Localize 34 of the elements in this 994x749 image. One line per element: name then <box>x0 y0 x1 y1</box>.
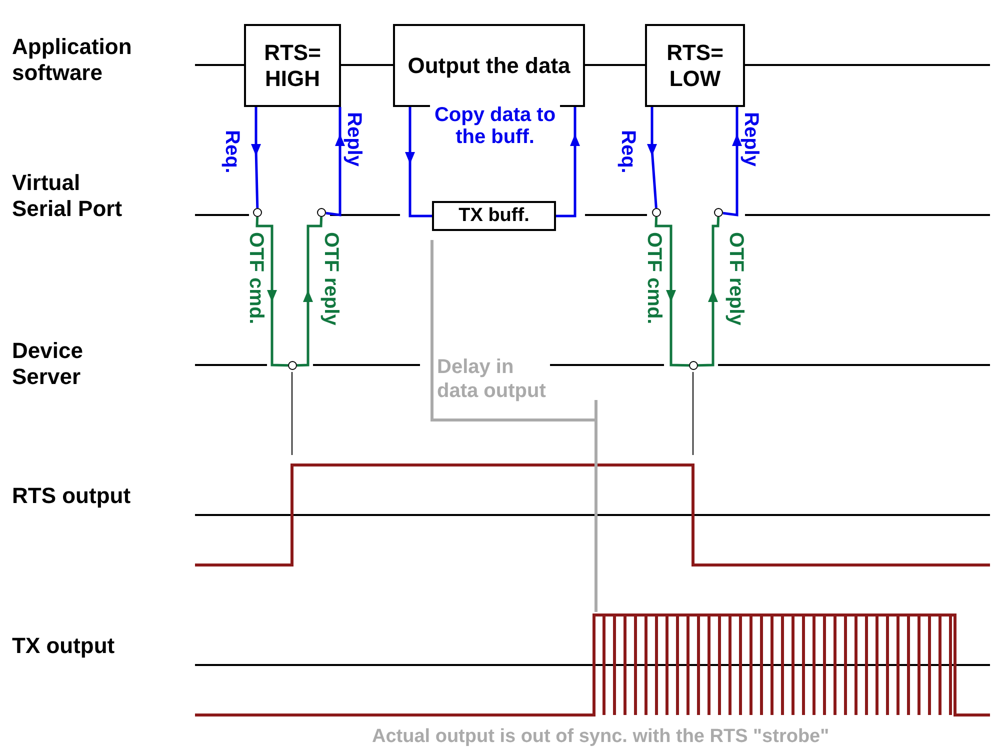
edge-label: Reply <box>343 112 365 166</box>
edge-label: OTF reply <box>320 232 342 326</box>
junction-circle <box>317 208 326 217</box>
row-label: Application software <box>12 34 133 86</box>
edge-label: Req. <box>221 130 243 174</box>
arrow <box>698 216 720 367</box>
junction-circle <box>253 208 262 217</box>
arrow <box>556 107 580 218</box>
arrow <box>326 107 345 216</box>
junction-circle <box>714 208 723 217</box>
arrow <box>251 107 261 208</box>
arrow <box>296 216 323 367</box>
row-label: RTS output <box>12 483 132 509</box>
arrow <box>722 107 742 216</box>
edge-label: Reply <box>740 112 762 166</box>
process-box: TX buff. <box>432 201 556 231</box>
junction-circle <box>652 208 661 217</box>
edge-label: Req. <box>617 130 639 174</box>
arrow <box>256 216 288 367</box>
arrow <box>647 107 658 208</box>
footnote: Actual output is out of sync. with the RTS "strobe" <box>372 725 830 749</box>
process-box: RTS= HIGH <box>244 24 341 107</box>
process-box: Output the data <box>393 24 585 107</box>
edge-label: OTF cmd. <box>245 232 267 324</box>
process-box: RTS= LOW <box>645 24 745 107</box>
row-label: Virtual Serial Port <box>12 170 124 222</box>
arrow <box>654 216 690 367</box>
junction-circle <box>689 361 698 370</box>
row-label: Device Server <box>12 338 84 390</box>
edge-label: OTF cmd. <box>643 232 665 324</box>
junction-circle <box>288 361 297 370</box>
edge-label: OTF reply <box>725 232 747 326</box>
arrow <box>405 107 432 218</box>
row-label: TX output <box>12 633 116 659</box>
